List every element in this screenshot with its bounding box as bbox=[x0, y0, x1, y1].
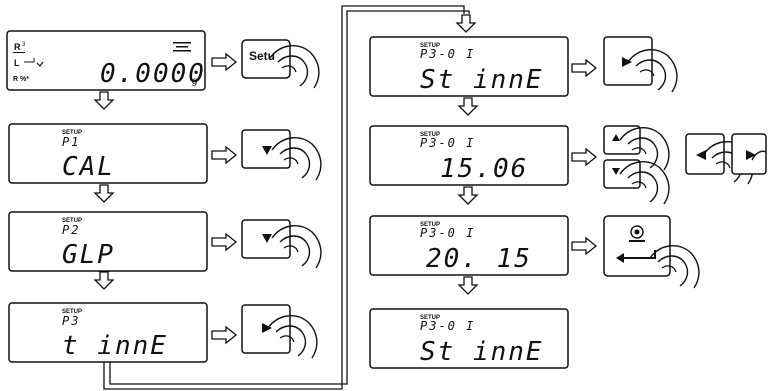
setup-tag: SETUP bbox=[420, 43, 440, 49]
enter-arrow-head bbox=[616, 253, 624, 263]
param-code: P1 bbox=[62, 135, 80, 149]
display-p3-01-a: SETUP P3-0 I St innE bbox=[369, 36, 569, 97]
display-p2: SETUP P2 GLP bbox=[8, 211, 208, 272]
display-p3-01-c: SETUP P3-0 I 20. 15 bbox=[369, 215, 569, 276]
up-key[interactable] bbox=[603, 125, 670, 171]
display-p3-01-d: SETUP P3-0 I St innE bbox=[369, 308, 569, 369]
status-icons: R 3 L R %* bbox=[13, 42, 44, 83]
setup-button[interactable]: Setu bbox=[241, 39, 320, 89]
display-p3: SETUP P3 t innE bbox=[8, 302, 208, 363]
flow-arrow-down bbox=[94, 271, 114, 290]
setup-tag: SETUP bbox=[62, 130, 82, 136]
param-value: t innE bbox=[62, 331, 168, 361]
flow-arrow-down bbox=[94, 184, 114, 203]
start-unit: g bbox=[192, 76, 198, 87]
flow-arrow-right bbox=[571, 59, 597, 77]
svg-text:3: 3 bbox=[22, 42, 26, 48]
down-key[interactable] bbox=[603, 159, 670, 205]
enter-print-key[interactable] bbox=[603, 215, 700, 289]
printer-icon bbox=[629, 225, 645, 242]
down-key[interactable] bbox=[241, 219, 322, 269]
param-code: P3-0 I bbox=[420, 319, 475, 333]
triangle-down-icon bbox=[612, 168, 620, 175]
triangle-right-icon bbox=[262, 323, 272, 333]
param-value: 20. 15 bbox=[426, 244, 532, 274]
setup-button-label: Setu bbox=[249, 49, 275, 63]
param-value: St innE bbox=[420, 65, 544, 95]
flow-arrow-right bbox=[211, 146, 237, 164]
param-value: 15.06 bbox=[440, 154, 528, 184]
right-key[interactable] bbox=[603, 36, 678, 93]
start-display: R 3 L R %* 0.0000 g bbox=[6, 30, 206, 91]
flow-arrow-down bbox=[456, 14, 476, 33]
finger-press-icon bbox=[751, 150, 767, 161]
param-code: P3 bbox=[62, 314, 80, 328]
setup-tag: SETUP bbox=[420, 315, 440, 321]
connector-line bbox=[103, 5, 470, 390]
flow-arrow-right bbox=[571, 237, 597, 255]
flow-arrow-down bbox=[458, 97, 478, 116]
param-code: P3-0 I bbox=[420, 136, 475, 150]
setup-tag: SETUP bbox=[62, 218, 82, 224]
down-key[interactable] bbox=[241, 129, 322, 181]
setup-tag: SETUP bbox=[420, 222, 440, 228]
triangle-down-icon bbox=[262, 146, 272, 155]
setup-tag: SETUP bbox=[62, 309, 82, 315]
flow-arrow-right bbox=[571, 148, 597, 166]
display-p1: SETUP P1 CAL bbox=[8, 123, 208, 184]
flow-arrow-right bbox=[211, 233, 237, 251]
flow-arrow-down bbox=[458, 186, 478, 205]
svg-text:R %*: R %* bbox=[13, 76, 29, 83]
svg-text:R: R bbox=[14, 42, 21, 52]
svg-text:L: L bbox=[14, 58, 20, 68]
param-value: CAL bbox=[62, 152, 115, 182]
flow-arrow-right bbox=[211, 326, 237, 344]
param-value: GLP bbox=[62, 240, 115, 270]
param-code: P3-0 I bbox=[420, 47, 475, 61]
stability-icon bbox=[173, 42, 191, 52]
triangle-left-icon bbox=[696, 150, 706, 160]
flow-arrow-right bbox=[211, 53, 237, 71]
right-key[interactable] bbox=[241, 304, 318, 359]
triangle-up-icon bbox=[612, 134, 620, 141]
flow-arrow-down bbox=[94, 91, 114, 110]
param-value: St innE bbox=[420, 337, 544, 367]
param-code: P2 bbox=[62, 223, 80, 237]
start-reading: 0.0000 bbox=[100, 59, 206, 89]
setup-tag: SETUP bbox=[420, 132, 440, 138]
left-key[interactable] bbox=[685, 133, 754, 185]
right-key[interactable] bbox=[731, 133, 767, 175]
triangle-right-icon bbox=[622, 57, 632, 67]
param-code: P3-0 I bbox=[420, 226, 475, 240]
flow-arrow-down bbox=[458, 276, 478, 295]
triangle-right-icon bbox=[746, 150, 756, 160]
display-p3-01-b: SETUP P3-0 I 15.06 bbox=[369, 125, 569, 186]
triangle-down-icon bbox=[262, 234, 272, 243]
